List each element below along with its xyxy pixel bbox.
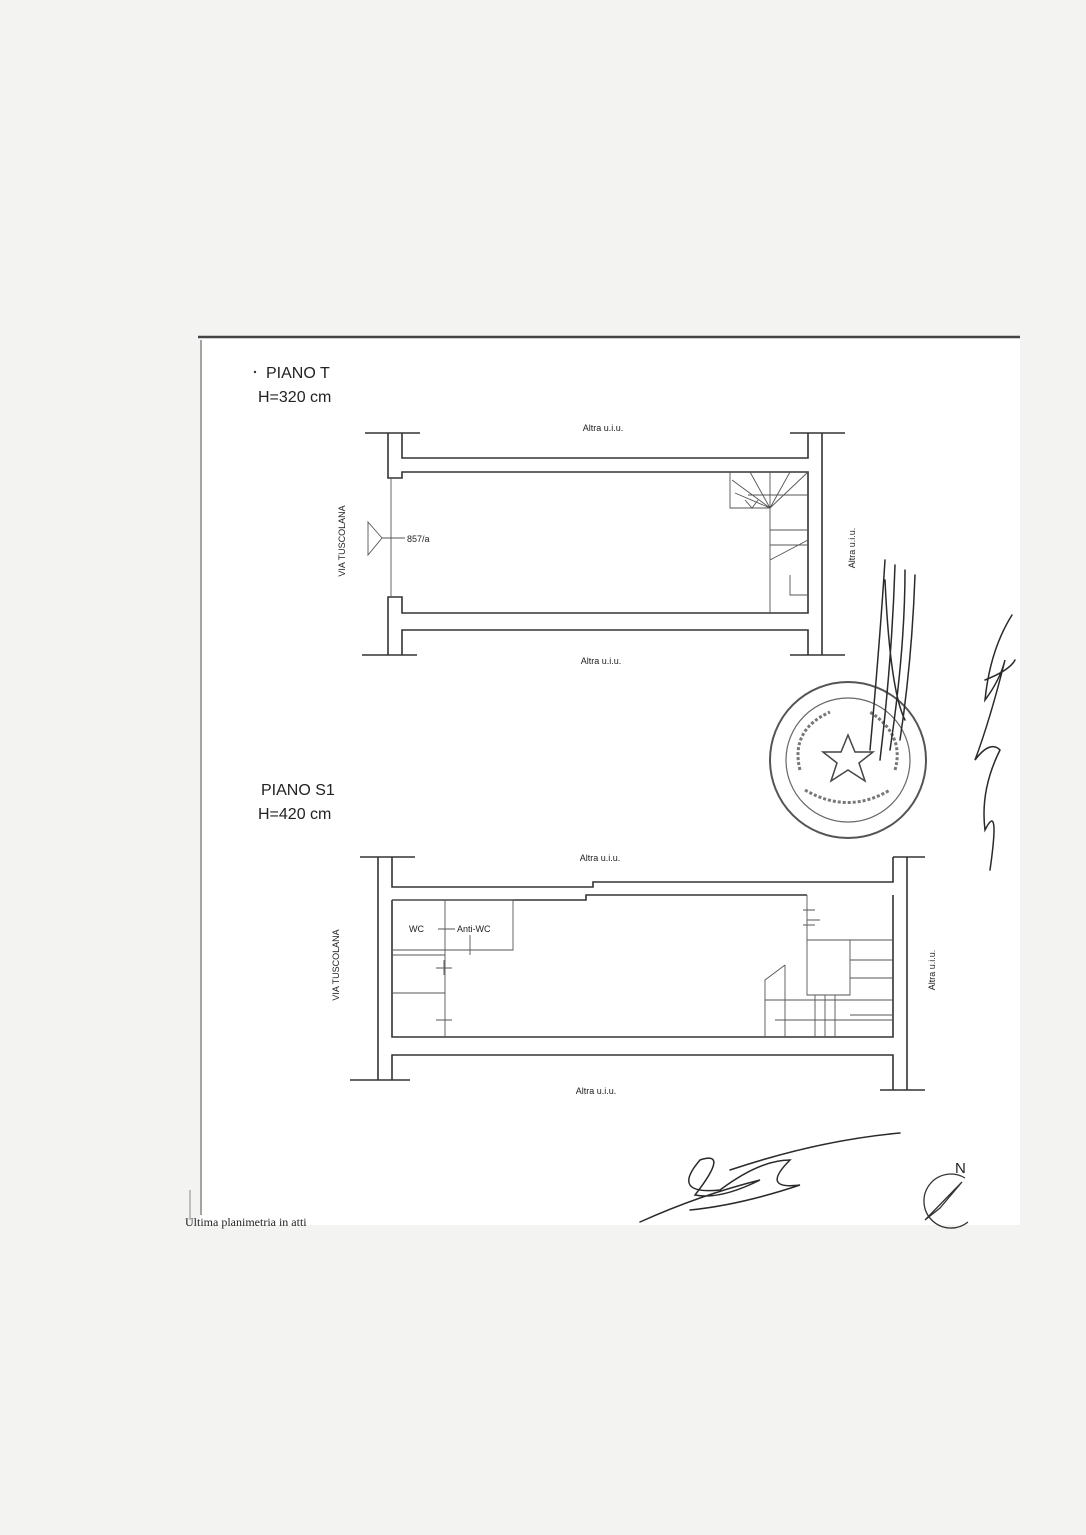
- label-neighbor-right: Altra u.i.u.: [927, 950, 937, 991]
- label-street: VIA TUSCOLANA: [337, 505, 347, 576]
- label-neighbor-top: Altra u.i.u.: [580, 853, 621, 863]
- plan-height: H=420 cm: [258, 806, 331, 823]
- plan-title: PIANO S1: [261, 782, 335, 799]
- footer-note: Ultima planimetria in atti: [185, 1215, 307, 1229]
- room-anti-wc: Anti-WC: [457, 924, 491, 934]
- north-arrow-icon: N: [923, 1160, 969, 1229]
- plan-basement-floor: PIANO S1 H=420 cm Altra u.i.u. Altra u.i…: [258, 782, 937, 1096]
- signature-margin: [974, 614, 1016, 871]
- plan-height: H=320 cm: [258, 389, 331, 406]
- label-neighbor-bottom: Altra u.i.u.: [581, 656, 622, 666]
- civic-number: 857/a: [407, 534, 430, 544]
- label-neighbor-top: Altra u.i.u.: [583, 423, 624, 433]
- label-neighbor-right: Altra u.i.u.: [847, 528, 857, 569]
- official-stamp: [769, 681, 927, 839]
- signature-bottom: [639, 1132, 901, 1223]
- label-street: VIA TUSCOLANA: [331, 929, 341, 1000]
- label-neighbor-bottom: Altra u.i.u.: [576, 1086, 617, 1096]
- north-label: N: [955, 1160, 966, 1177]
- plan-ground-floor: PIANO T H=320 cm Altra u.i.u. Altra u.i.…: [253, 365, 857, 666]
- room-wc: WC: [409, 924, 424, 934]
- star-emblem-icon: [820, 733, 876, 783]
- plan-title: PIANO T: [266, 365, 330, 382]
- sheet: [200, 338, 1020, 1225]
